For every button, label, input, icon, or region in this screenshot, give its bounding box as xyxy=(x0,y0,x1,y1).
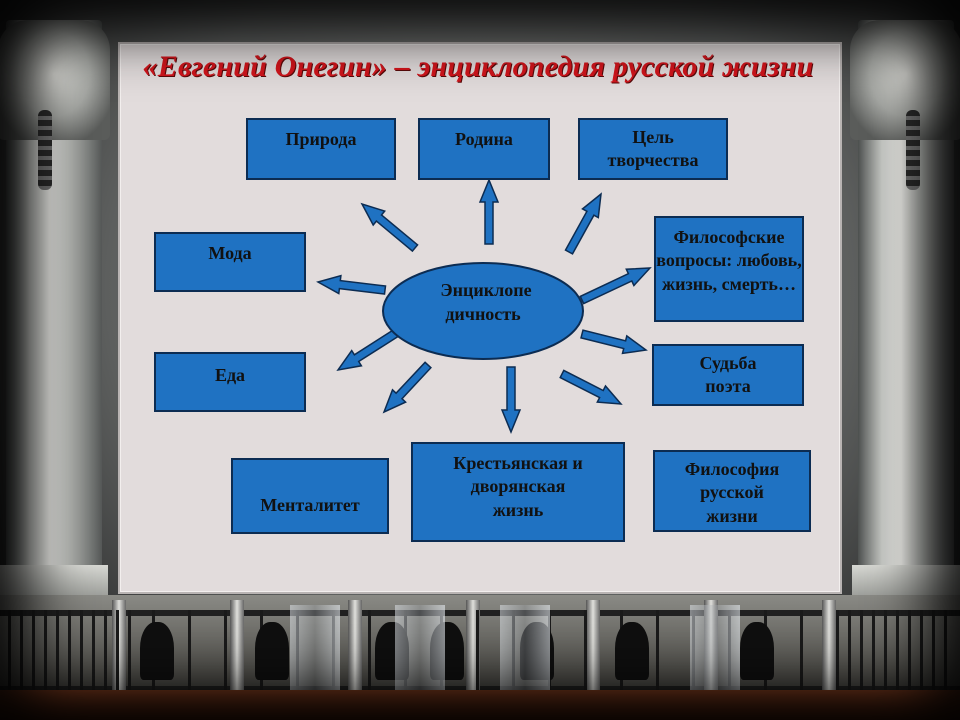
bottom-band xyxy=(0,690,960,720)
left-column xyxy=(0,20,110,605)
fence-bar xyxy=(32,610,35,690)
fence-bar xyxy=(368,610,371,690)
topic-box-line: Философские xyxy=(673,227,785,247)
topic-box-line: поэта xyxy=(705,376,751,397)
silhouette-figure-icon xyxy=(740,622,774,680)
topic-box-eda: Еда xyxy=(154,352,306,412)
fence-bar xyxy=(476,610,479,690)
center-label-line1: Энциклопе xyxy=(440,280,531,300)
fence-post xyxy=(348,600,362,695)
topic-box-line: Философия xyxy=(684,459,780,479)
arrow-icon xyxy=(564,192,602,255)
fence-post xyxy=(586,600,600,695)
topic-box-line: Крестьянская и xyxy=(453,453,583,473)
chain-icon xyxy=(906,110,920,190)
fence-bar xyxy=(872,610,875,690)
topic-box-line: жизнь xyxy=(492,499,544,520)
fence-bar xyxy=(848,610,851,690)
topic-box-line: жизнь, смерть… xyxy=(662,273,796,294)
curtain-decoration xyxy=(690,605,740,690)
arrow-icon xyxy=(360,202,419,253)
curtain-decoration xyxy=(395,605,445,690)
arrow-icon xyxy=(559,369,623,405)
fence-bar xyxy=(92,610,95,690)
fence-bar xyxy=(932,610,935,690)
fence-post xyxy=(822,600,836,695)
topic-box-line: Мода xyxy=(208,243,252,263)
topic-box-priroda: Природа xyxy=(246,118,396,180)
topic-box-line: Судьба xyxy=(699,353,757,373)
topic-box-line: вопросы: любовь, xyxy=(656,250,802,271)
curtain-decoration xyxy=(500,605,550,690)
topic-box-mentalitet: Менталитет xyxy=(231,458,389,534)
fence-bar xyxy=(944,610,947,690)
fence-bar xyxy=(80,610,83,690)
center-ellipse xyxy=(382,262,584,360)
fence-bar xyxy=(20,610,23,690)
fence-bar xyxy=(800,610,803,690)
topic-box-line: дворянская xyxy=(470,476,566,497)
topic-box-filosofskie: Философские вопросы: любовь,жизнь, смерть… xyxy=(654,216,804,322)
arrow-icon xyxy=(382,361,432,414)
slide-title: «Евгений Онегин» – энциклопедия русской … xyxy=(142,50,814,83)
fence-bar xyxy=(104,610,107,690)
topic-box-line: Еда xyxy=(214,365,246,385)
topic-box-line: творчества xyxy=(607,150,699,171)
fence-bar xyxy=(884,610,887,690)
arrow-icon xyxy=(336,328,400,372)
arrow-icon xyxy=(580,329,648,355)
fence-post xyxy=(230,600,244,695)
topic-box-sudba: Судьба поэта xyxy=(652,344,804,406)
fence-bar xyxy=(920,610,923,690)
fence-bar xyxy=(860,610,863,690)
fence-bar xyxy=(896,610,899,690)
topic-box-line: Родина xyxy=(455,129,513,149)
topic-box-line: Цель xyxy=(632,127,674,147)
silhouette-figure-icon xyxy=(615,622,649,680)
chain-icon xyxy=(38,110,52,190)
fence-bar xyxy=(224,610,227,690)
topic-box-line: жизни xyxy=(706,505,758,526)
fence-bar xyxy=(128,610,131,690)
arrow-icon xyxy=(500,366,522,434)
arrow-icon xyxy=(478,178,500,245)
fence-rail xyxy=(0,610,960,616)
fence-bar xyxy=(584,610,587,690)
fence-bar xyxy=(116,610,119,690)
fence-bar xyxy=(44,610,47,690)
topic-box-moda: Мода xyxy=(154,232,306,292)
fence-bar xyxy=(56,610,59,690)
arrow-icon xyxy=(316,274,387,295)
silhouette-figure-icon xyxy=(255,622,289,680)
topic-box-cel: Цель творчества xyxy=(578,118,728,180)
curtain-decoration xyxy=(290,605,340,690)
topic-box-line: Природа xyxy=(285,129,357,149)
fence-bar xyxy=(68,610,71,690)
fence-bar xyxy=(908,610,911,690)
topic-box-line: Менталитет xyxy=(260,495,360,515)
topic-box-rodina: Родина xyxy=(418,118,550,180)
fence-bar xyxy=(188,610,191,690)
silhouette-figure-icon xyxy=(140,622,174,680)
arrow-icon xyxy=(579,267,652,305)
center-label-line2: дичность xyxy=(445,304,521,324)
fence-bar xyxy=(656,610,659,690)
fence-bar xyxy=(836,610,839,690)
fence-post xyxy=(112,600,126,695)
topic-box-line: русской xyxy=(700,482,764,503)
fence-rail xyxy=(0,686,960,692)
fence-bar xyxy=(8,610,11,690)
